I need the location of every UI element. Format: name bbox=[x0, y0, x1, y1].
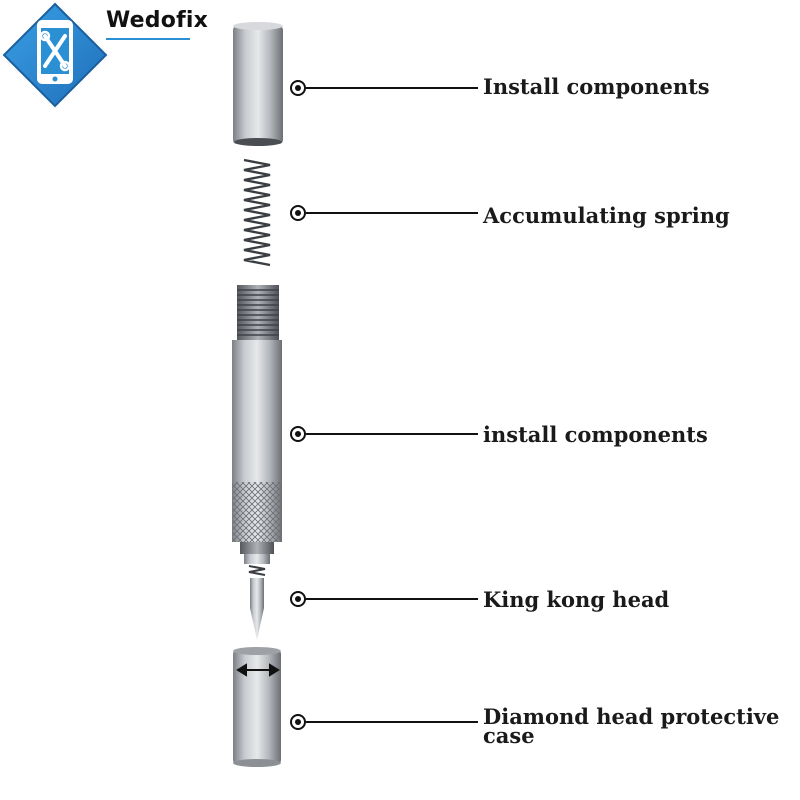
callout-dot bbox=[290, 591, 306, 607]
label-diamond-head-case: Diamond head protective case bbox=[483, 704, 780, 748]
callout-line bbox=[306, 212, 478, 214]
callout-dot bbox=[290, 205, 306, 221]
accumulating-spring bbox=[243, 158, 271, 267]
threaded-section bbox=[237, 285, 279, 340]
diamond-head-protective-case bbox=[233, 647, 281, 767]
callout-dot bbox=[290, 426, 306, 442]
label-install-components: Install components bbox=[483, 74, 710, 99]
double-arrow-icon bbox=[236, 663, 280, 677]
brand-underline bbox=[106, 38, 190, 40]
callout-line bbox=[306, 433, 478, 435]
phone-repair-icon bbox=[2, 2, 108, 108]
label-accumulating-spring: Accumulating spring bbox=[483, 203, 730, 228]
label-king-kong-head: King kong head bbox=[483, 587, 670, 612]
callout-line bbox=[306, 87, 478, 89]
king-kong-head bbox=[248, 565, 266, 640]
brand-name: Wedofix bbox=[106, 8, 208, 33]
callout-line bbox=[306, 721, 478, 723]
label-install-components-body: install components bbox=[483, 422, 708, 447]
callout-dot bbox=[290, 80, 306, 96]
callout-dot bbox=[290, 714, 306, 730]
callout-line bbox=[306, 598, 478, 600]
install-components-cap bbox=[233, 22, 283, 146]
install-components-body bbox=[232, 340, 282, 564]
brand-logo: Wedofix bbox=[0, 0, 208, 110]
